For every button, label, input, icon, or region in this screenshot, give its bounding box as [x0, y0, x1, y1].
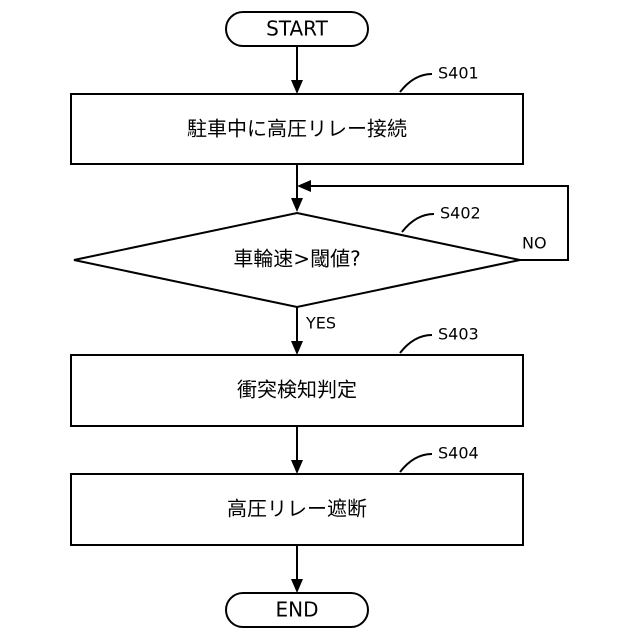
step-id-s403: S403: [438, 325, 479, 344]
arrowhead-s403-to-s404: [291, 460, 303, 474]
process-label-s404: 高圧リレー遮断: [227, 497, 367, 521]
step-id-s401: S401: [438, 64, 479, 83]
end-label: END: [276, 598, 319, 622]
leader-s404: [400, 454, 432, 472]
start-label: START: [266, 17, 328, 41]
step-id-s404: S404: [438, 444, 479, 463]
branch-label-yes: YES: [305, 314, 336, 333]
arrowhead-s402-to-s403: [291, 341, 303, 355]
step-id-s402: S402: [440, 204, 481, 223]
process-label-s401: 駐車中に高圧リレー接続: [187, 117, 407, 141]
arrowhead-no-loop: [297, 180, 311, 192]
leader-s403: [400, 335, 432, 353]
process-label-s403: 衝突検知判定: [237, 378, 357, 402]
leader-s402: [402, 214, 434, 232]
arrowhead-s404-to-end: [291, 579, 303, 593]
leader-s401: [400, 74, 432, 92]
arrowhead-s401-to-s402: [291, 198, 303, 212]
branch-label-no: NO: [522, 234, 547, 253]
arrowhead-start-to-s401: [291, 80, 303, 94]
decision-label-s402: 車輪速>閾値?: [233, 247, 360, 271]
